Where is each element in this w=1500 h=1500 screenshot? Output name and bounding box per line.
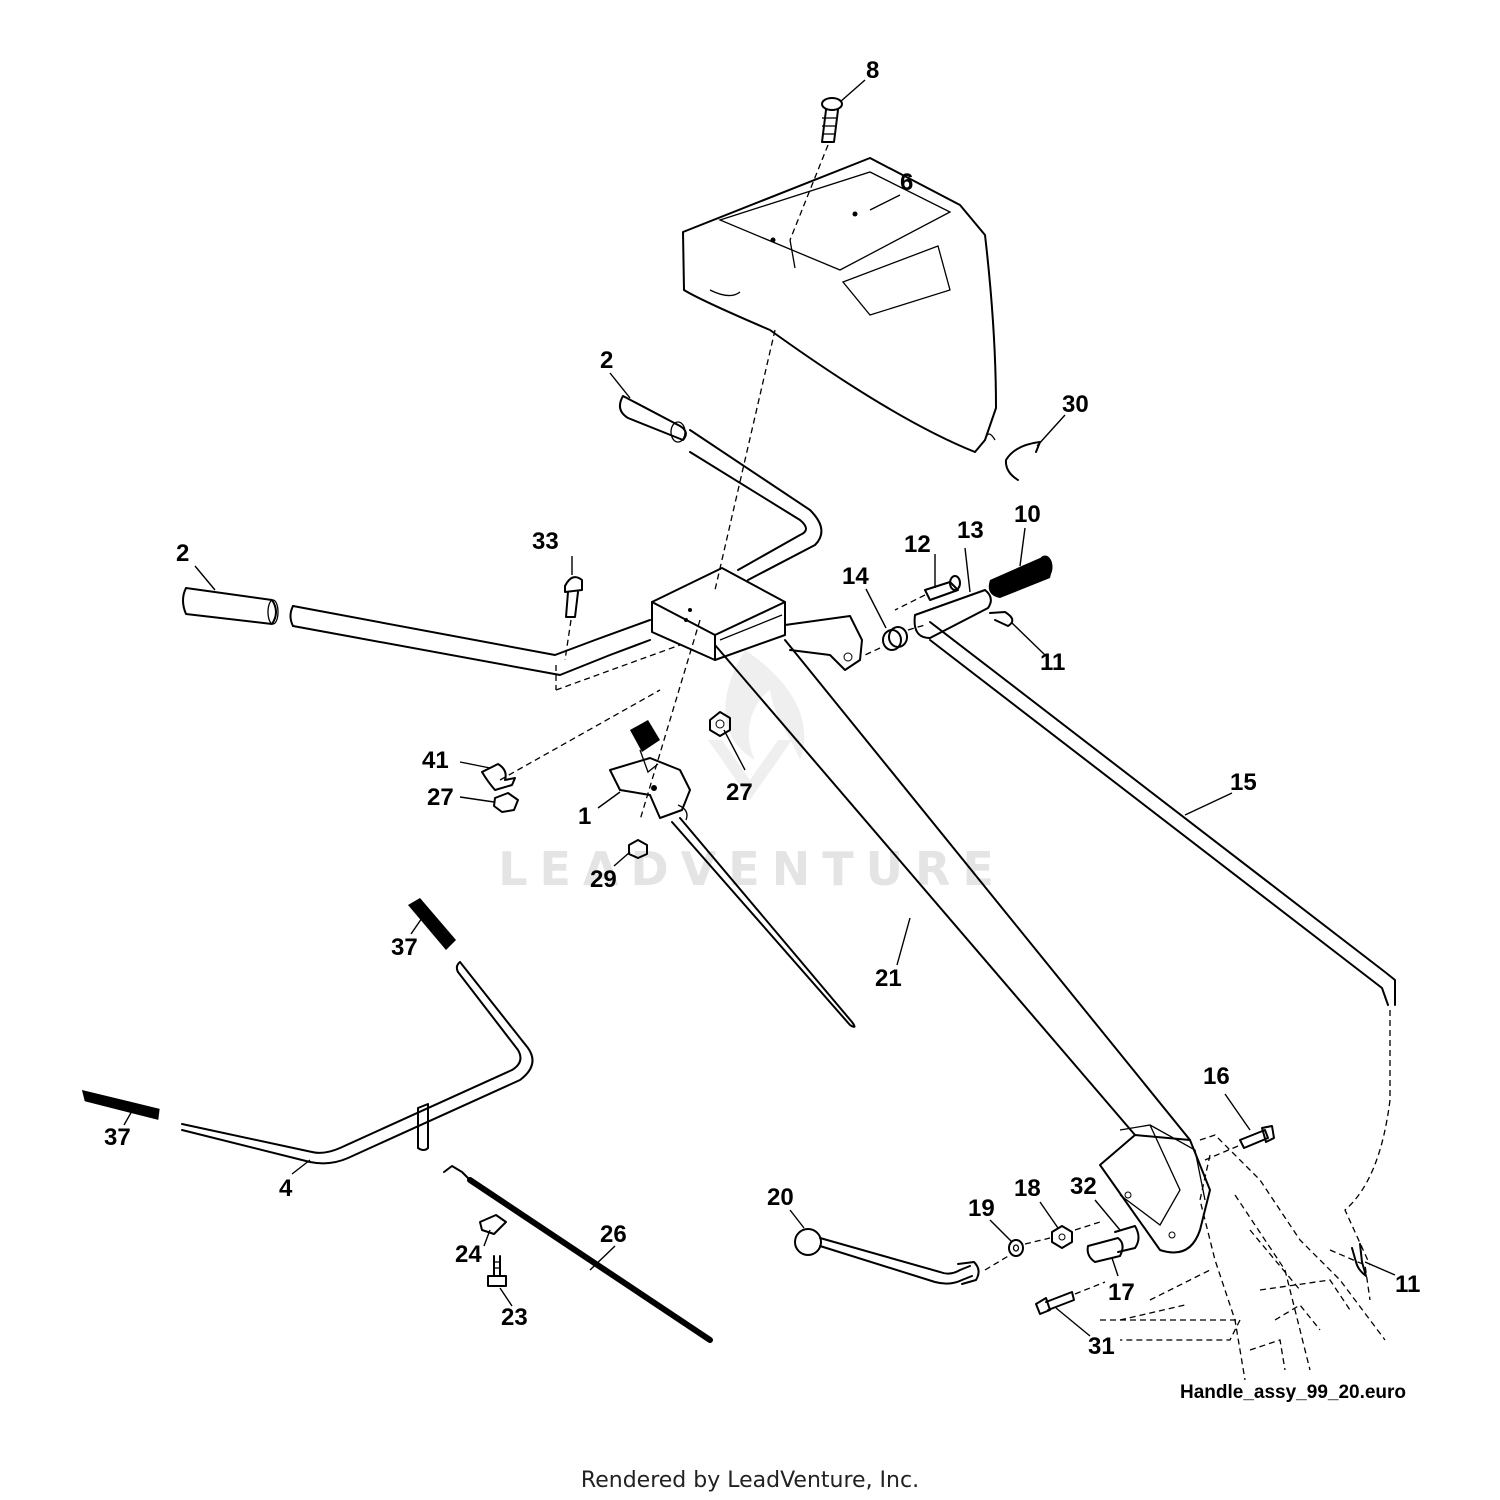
handle-mount-bracket [651,567,863,671]
bolt-16 [1204,1125,1275,1161]
callout-24: 24 [455,1241,482,1268]
cover-32 [1114,1225,1140,1253]
control-rod [671,817,856,1028]
watermark: LEADVENTURE [498,650,1006,896]
callout-23: 23 [501,1304,528,1331]
callout-2a: 2 [600,347,613,374]
callout-20: 20 [767,1184,794,1211]
callout-14: 14 [842,563,869,590]
grip-37b [81,1089,160,1120]
callout-26: 26 [600,1221,627,1248]
callout-10: 10 [1014,501,1041,528]
callout-13: 13 [957,517,984,544]
callout-12: 12 [904,531,931,558]
washer-19 [1008,1239,1024,1257]
handle-bar-upper [618,395,823,581]
cotter-pin-11b [1351,1243,1367,1277]
bolt-12 [894,575,961,611]
tiller-frame-phantom [1100,1134,1386,1381]
callout-11a: 11 [1040,649,1065,676]
callout-37b: 37 [104,1124,131,1151]
callout-19: 19 [968,1195,995,1222]
callout-21: 21 [875,965,902,992]
rod-15 [929,621,1396,1266]
main-tube-21 [714,639,1211,1254]
cotter-pin-11a [989,611,1014,627]
shift-lever-20 [794,1228,1011,1285]
watermark-text: LEADVENTURE [498,842,1006,896]
clip-30 [1004,441,1041,481]
callout-27b: 27 [726,779,753,806]
callout-32: 32 [1070,1173,1097,1200]
spacer-14 [864,624,926,656]
pivot-13 [913,589,992,639]
callout-8: 8 [866,57,879,84]
callout-6: 6 [900,169,913,196]
figure-name: Handle_assy_99_20.euro [1180,1382,1406,1403]
callout-31: 31 [1088,1333,1115,1360]
callout-labels: 8 6 2 30 2 33 12 13 10 14 11 41 27 27 1 … [104,57,1420,1360]
cable-26 [443,1165,713,1343]
callout-29: 29 [590,866,617,893]
clip-24 [479,1214,507,1235]
knob-17 [1086,1237,1124,1263]
callout-30: 30 [1062,391,1089,418]
lower-handle-4 [181,961,534,1165]
callout-4: 4 [279,1175,293,1202]
leader-lines [123,79,1396,1337]
bolt-23 [487,1255,507,1287]
credit-text: Rendered by LeadVenture, Inc. [581,1468,919,1493]
callout-2b: 2 [176,540,189,567]
callout-1: 1 [578,803,591,830]
callout-18: 18 [1014,1175,1041,1202]
callout-15: 15 [1230,769,1257,796]
callout-41: 41 [422,747,449,774]
bolt-31 [1035,1281,1106,1315]
bracket-1 [609,720,691,821]
callout-16: 16 [1203,1063,1230,1090]
callout-27a: 27 [427,784,454,811]
grip-37a [408,898,456,950]
console-panel [682,157,997,453]
grip-10 [988,555,1053,598]
clamp-41 [481,763,516,791]
callout-33: 33 [532,528,559,555]
screw-8 [789,97,843,241]
nut-18 [1024,1221,1101,1249]
callout-17: 17 [1108,1279,1135,1306]
callout-11b: 11 [1395,1271,1420,1298]
nut-27a [493,792,519,813]
nut-27b [709,711,731,737]
handle-bar-left [182,587,651,676]
nut-29 [628,839,648,859]
carriage-bolt-33 [564,576,583,661]
callout-37a: 37 [391,934,418,961]
